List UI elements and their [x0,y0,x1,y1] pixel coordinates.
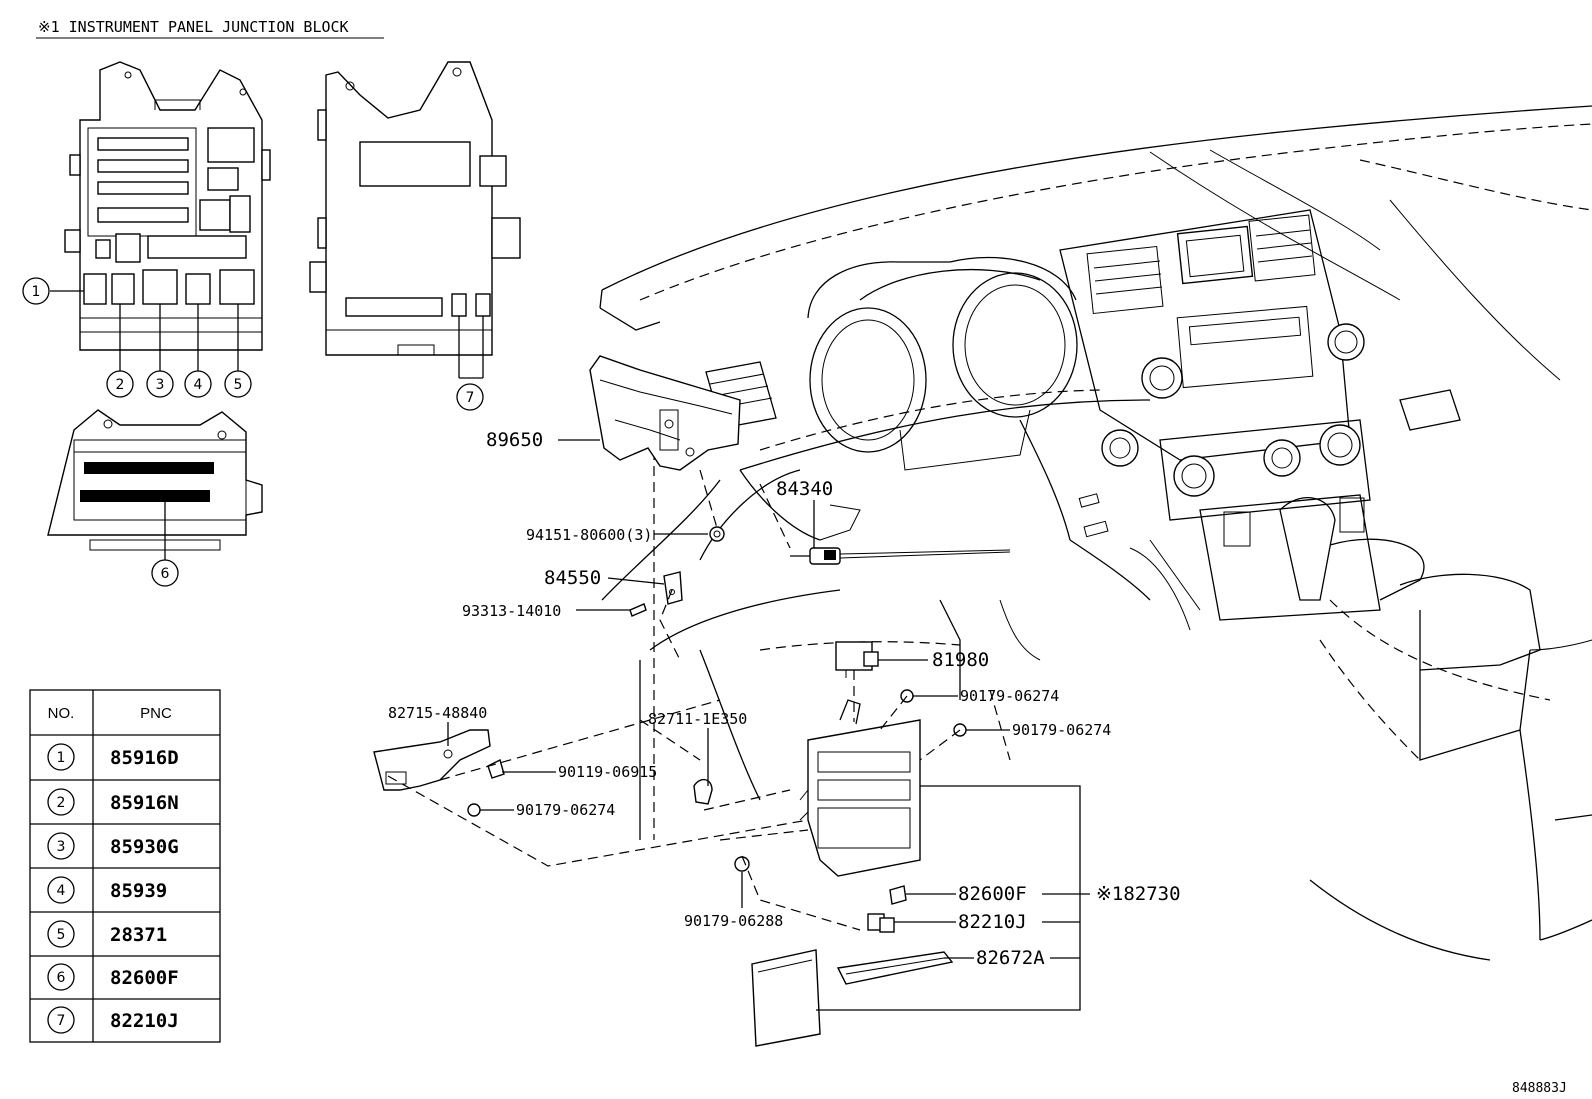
assembly-dash-lines [387,469,961,931]
table-row: 7 82210J [47,1006,179,1034]
callout-89650: 89650 [486,429,543,451]
circle-number-7: 7 [456,383,484,411]
svg-text:2: 2 [116,377,125,393]
circle-number-2: 2 [106,370,134,398]
callout-82730: ※182730 [1096,883,1181,905]
callout-90119: 90119-06915 [558,763,657,781]
part-82672A-cover [836,951,954,985]
table-header-no: NO. [48,705,75,722]
table-row: 1 85916D [47,743,179,771]
table-row-no: 3 [57,839,66,855]
svg-text:4: 4 [194,377,203,393]
circle-number-4: 4 [184,370,212,398]
table-header-pnc: PNC [140,705,172,722]
table-row-pnc: 28371 [110,924,167,946]
part-89650-bracket [589,355,741,471]
table-row-no: 7 [57,1013,66,1029]
table-row-pnc: 82600F [110,967,179,989]
table-row: 3 85930G [47,832,179,860]
part-90119-bolt [487,758,505,779]
callout-84550: 84550 [544,567,601,589]
pnc-table: NO. PNC 1 85916D 2 85916N 3 85930G 4 859… [29,689,221,1043]
svg-text:1: 1 [32,284,41,300]
table-row-no: 2 [57,795,66,811]
table-row-pnc: 85916D [110,747,179,769]
callout-90179-c: 90179-06274 [516,801,615,819]
callout-82672A: 82672A [976,947,1045,969]
part-82600F-connector [889,885,907,905]
table-row-pnc: 85916N [110,792,179,814]
diagram-title: ※1 INSTRUMENT PANEL JUNCTION BLOCK [38,18,349,36]
junction-block-side-view [47,409,263,551]
junction-block-front-view [64,61,271,351]
circle-number-6: 6 [151,559,179,587]
callout-90179-b: 90179-06274 [1012,721,1111,739]
part-84550-bracket [663,571,683,605]
circle-number-1: 1 [22,277,50,305]
table-row-no: 5 [57,927,66,943]
part-81980-relay [835,641,879,678]
part-82711-clamp [693,779,713,805]
part-94151-nut [709,526,725,542]
callout-82711: 82711-1E350 [648,710,747,728]
callout-82210J: 82210J [958,911,1027,933]
part-93313-screw [629,603,647,617]
leader-84550 [607,577,665,585]
table-row: 4 85939 [47,876,167,904]
svg-text:3: 3 [156,377,165,393]
callout-82715: 82715-48840 [388,704,487,722]
circle-number-3: 3 [146,370,174,398]
part-90179-06288-nut [734,856,750,872]
svg-text:5: 5 [234,377,243,393]
table-row: 6 82600F [47,963,179,991]
callout-90179-a: 90179-06274 [960,687,1059,705]
svg-text:7: 7 [466,390,475,406]
callout-93313: 93313-14010 [462,602,561,620]
svg-text:6: 6 [161,566,170,582]
instrument-panel-illustration [599,105,1592,961]
part-cover-plate [751,949,821,1047]
callout-81980: 81980 [932,649,989,671]
table-row-pnc: 82210J [110,1010,179,1032]
callout-84340: 84340 [776,478,833,500]
group-bracket-82730 [816,785,1081,1011]
junction-block-rear-view [309,61,521,356]
callout-94151: 94151-80600(3) [526,526,652,544]
table-row-pnc: 85939 [110,880,167,902]
part-82730-junction-block [799,699,921,877]
table-row-no: 1 [57,750,66,766]
part-82715-bracket [373,729,491,791]
table-row-no: 6 [57,970,66,986]
callout-82600F: 82600F [958,883,1027,905]
callout-90179-06288: 90179-06288 [684,912,783,930]
circle-number-5: 5 [224,370,252,398]
table-row-no: 4 [57,883,66,899]
part-90179-nut-c [467,803,481,817]
part-84340-switch [790,547,1011,565]
part-82210J-connector [867,913,895,933]
table-row-pnc: 85930G [110,836,179,858]
figure-id: 848883J [1512,1081,1567,1096]
table-row: 5 28371 [47,920,167,948]
table-border [29,689,221,1043]
table-row: 2 85916N [47,788,179,816]
